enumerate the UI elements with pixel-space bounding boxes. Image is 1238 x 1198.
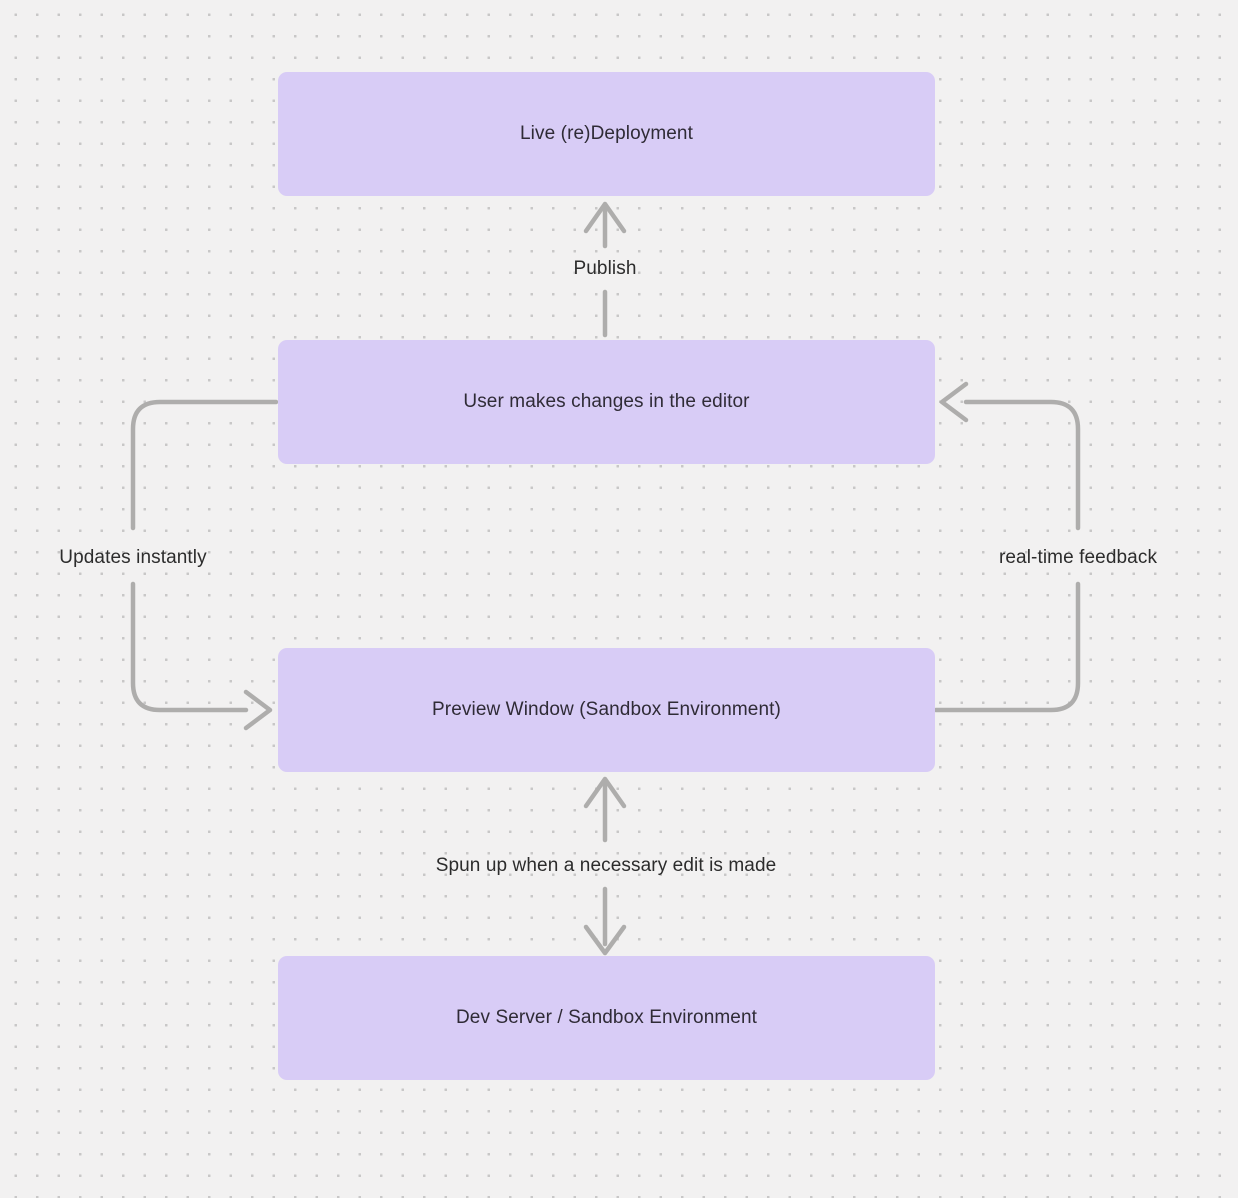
edge-label-real-time-feedback: real-time feedback (998, 547, 1158, 568)
edge-publish-arrowhead-up-icon (583, 201, 627, 234)
node-dev-server-label: Dev Server / Sandbox Environment (455, 1006, 757, 1028)
node-dev-server: Dev Server / Sandbox Environment (278, 956, 935, 1080)
edge-spunup-arrowhead-up-icon (583, 776, 627, 809)
edge-updates-arrowhead-right-icon (243, 689, 273, 731)
node-user-changes-label: User makes changes in the editor (463, 390, 750, 412)
node-preview-window-label: Preview Window (Sandbox Environment) (432, 698, 781, 720)
edge-feedback-lower-segment (933, 581, 1081, 713)
node-live-redeployment: Live (re)Deployment (278, 72, 935, 196)
edge-label-updates-instantly: Updates instantly (59, 547, 207, 568)
edge-updates-upper-segment (130, 399, 279, 531)
edge-updates-lower-segment (130, 581, 249, 713)
node-live-redeployment-label: Live (re)Deployment (520, 122, 693, 144)
node-user-changes: User makes changes in the editor (278, 340, 935, 464)
edge-feedback-arrowhead-left-icon (939, 381, 969, 423)
node-preview-window: Preview Window (Sandbox Environment) (278, 648, 935, 772)
edge-label-publish: Publish (573, 258, 637, 279)
edge-spunup-arrowhead-down-icon (583, 924, 627, 956)
edge-feedback-upper-segment (963, 399, 1081, 531)
edge-label-spun-up: Spun up when a necessary edit is made (435, 855, 777, 876)
